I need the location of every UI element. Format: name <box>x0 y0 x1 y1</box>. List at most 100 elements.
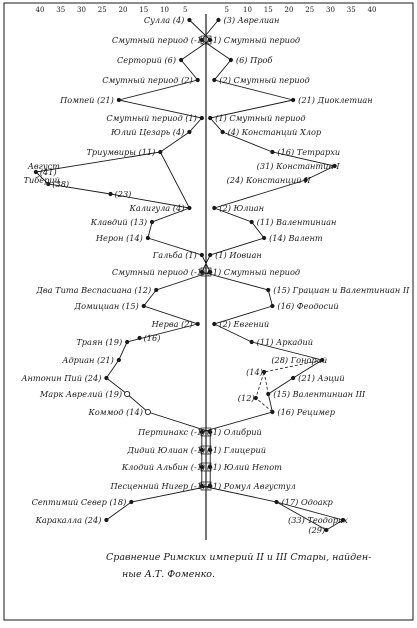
right-data-point <box>291 97 296 103</box>
right-extra-label: (14) <box>246 367 263 377</box>
right-extra-point <box>253 395 258 401</box>
right-row-label: (31) Константин I <box>257 161 341 171</box>
left-extra-point <box>46 181 51 187</box>
left-row-label: Помпей (21) <box>59 95 114 105</box>
scale-tick-label: 15 <box>264 6 273 14</box>
right-data-point <box>270 303 275 309</box>
right-extra-label: (12) <box>238 393 255 403</box>
right-data-point <box>340 517 346 523</box>
left-row-label: Триумвиры (11) <box>86 147 155 157</box>
right-data-point <box>249 219 254 225</box>
left-row-label: Серторий (6) <box>117 55 176 65</box>
right-data-point <box>212 205 217 211</box>
scale-tick-label: 10 <box>160 6 169 14</box>
right-data-point <box>266 391 271 397</box>
left-row-label: Клодий Альбин (-1) <box>121 462 205 472</box>
left-extra-label: (38) <box>52 179 69 189</box>
left-data-point <box>187 17 192 23</box>
left-data-point <box>195 77 200 83</box>
right-row-label: (28) Гонорий <box>271 355 327 365</box>
left-row-label: Коммод (14) <box>88 407 143 417</box>
center-marker <box>200 35 212 45</box>
center-marker <box>200 267 212 277</box>
right-row-label: (17) Одоакр <box>282 497 334 507</box>
left-data-point <box>104 517 109 523</box>
scale-tick-label: 25 <box>98 6 107 14</box>
right-data-point <box>228 57 233 63</box>
left-row-label: Нерон (14) <box>95 233 143 243</box>
right-row-label: (4) Констанций Хлор <box>228 127 322 137</box>
right-dashed-link <box>255 359 323 413</box>
left-row-label: Антонин Пий (24) <box>20 373 101 383</box>
left-data-point <box>179 57 184 63</box>
right-dashed-link <box>263 371 269 395</box>
left-row-label: Каракалла (24) <box>35 515 102 525</box>
left-data-point <box>187 129 192 135</box>
left-data-point <box>116 97 121 103</box>
left-extra-point <box>137 335 142 341</box>
right-row-label: (16) Феодосий <box>277 301 338 311</box>
center-marker <box>200 481 212 491</box>
scale-tick-label: 5 <box>225 6 229 14</box>
left-row-label: Септимий Север (18) <box>32 497 127 507</box>
right-data-point <box>270 149 275 155</box>
right-data-point <box>320 357 325 363</box>
left-data-point <box>141 303 146 309</box>
left-row-label: Адриан (21) <box>61 355 114 365</box>
scale-tick-label: 30 <box>77 6 86 14</box>
right-row-label: (2) Евгений <box>219 319 269 329</box>
left-row-label: Август <box>27 161 60 171</box>
left-data-point <box>149 219 155 225</box>
scale-tick-label: 40 <box>36 6 45 14</box>
right-data-point <box>270 409 275 415</box>
left-extra-point <box>108 191 113 197</box>
left-data-point <box>195 321 200 327</box>
scale-tick-label: 30 <box>326 6 335 14</box>
right-row-label: (2) Смутный период <box>219 75 309 85</box>
right-row-label: (16) Рецимер <box>277 407 335 417</box>
right-row-label: (11) Аркадий <box>257 337 313 347</box>
right-data-point <box>303 177 308 183</box>
right-row-label: (1) Иовиан <box>215 250 262 260</box>
left-row-label: Два Тита Веспасиана (12) <box>35 285 151 295</box>
scale-tick-label: 5 <box>183 6 187 14</box>
scale-tick-label: 40 <box>368 6 377 14</box>
left-row-label: Домициан (15) <box>73 301 138 311</box>
right-data-point <box>212 77 217 83</box>
left-row-label: Нерва (2) <box>151 319 193 329</box>
right-data-point <box>249 339 254 345</box>
center-marker <box>200 445 212 455</box>
right-row-label: (-1) Олибрий <box>207 427 262 437</box>
right-extra-label: (29) <box>308 525 325 535</box>
left-row-label: Пертинакс (-1) <box>137 427 205 437</box>
left-row-label: Тиберий <box>24 175 60 185</box>
left-data-point <box>199 252 204 258</box>
right-row-label: (2) Юлиан <box>219 203 264 213</box>
left-row-label: Дидий Юлиан (-1) <box>126 445 205 455</box>
right-data-point <box>266 287 271 293</box>
scale-tick-label: 35 <box>347 6 356 14</box>
left-row-label: Клавдий (13) <box>90 217 147 227</box>
left-extra-label: (16) <box>144 333 161 343</box>
right-data-point <box>212 321 217 327</box>
right-data-point <box>332 163 337 169</box>
scale-tick-label: 10 <box>243 6 252 14</box>
right-row-label: (-1) Смутный период <box>207 35 300 45</box>
center-marker <box>200 427 212 437</box>
right-data-point <box>216 17 221 23</box>
left-data-point <box>104 375 109 381</box>
left-data-point <box>199 115 204 121</box>
left-data-point <box>124 390 131 398</box>
left-row-label: Юлий Цезарь (4) <box>110 127 184 137</box>
left-row-label: Марк Аврелий (19) <box>39 389 122 399</box>
right-row-label: (-1) Глицерий <box>207 445 266 455</box>
scale-tick-label: 35 <box>56 6 65 14</box>
right-row-label: (1) Смутный период <box>215 113 305 123</box>
scale-tick-label: 20 <box>285 6 294 14</box>
scale-tick-label: 15 <box>139 6 148 14</box>
right-data-point <box>291 375 296 381</box>
right-row-label: (-1) Ромул Августул <box>207 481 296 491</box>
left-row-label: Песценний Нигер (-1) <box>109 481 205 491</box>
scale-tick-label: 25 <box>305 6 314 14</box>
